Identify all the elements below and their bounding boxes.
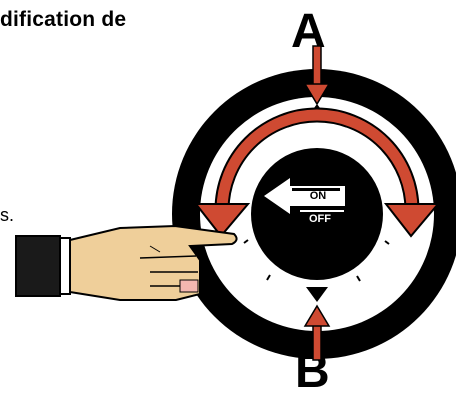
hand-icon xyxy=(15,224,238,301)
pointer-arrow-b-icon xyxy=(303,304,331,361)
pointer-arrow-a-icon xyxy=(303,45,331,106)
tick-marks xyxy=(243,239,390,282)
on-label: ON xyxy=(310,190,327,202)
on-off-indicator xyxy=(264,178,345,226)
heading-fragment: dification de xyxy=(0,8,127,31)
off-label: OFF xyxy=(309,213,331,225)
side-text-fragment: s. xyxy=(0,205,15,225)
triangle-down-icon xyxy=(306,287,328,302)
rotation-arrow-icon xyxy=(193,107,441,238)
